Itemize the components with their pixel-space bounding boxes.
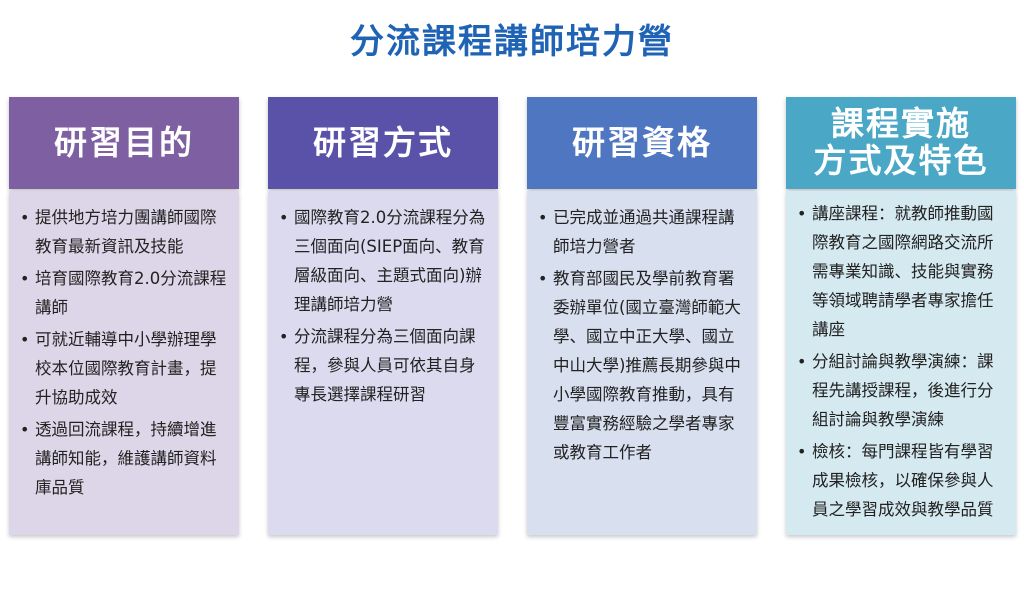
column-body: 講座課程：就教師推動國際教育之國際網路交流所需專業知識、技能與實務等領域聘請學者…: [786, 191, 1016, 535]
column-body: 提供地方培力團講師國際教育最新資訊及技能 培育國際教育2.0分流課程講師 可就近…: [9, 191, 239, 535]
list-item: 講座課程：就教師推動國際教育之國際網路交流所需專業知識、技能與實務等領域聘請學者…: [796, 199, 1008, 344]
list-item: 分流課程分為三個面向課程，參與人員可依其自身專長選擇課程研習: [278, 322, 490, 409]
item-list: 講座課程：就教師推動國際教育之國際網路交流所需專業知識、技能與實務等領域聘請學者…: [796, 199, 1008, 524]
column-purpose: 研習目的 提供地方培力團講師國際教育最新資訊及技能 培育國際教育2.0分流課程講…: [9, 97, 239, 535]
column-header-label: 研習方式: [313, 122, 453, 162]
column-header: 研習方式: [268, 97, 498, 189]
list-item: 提供地方培力團講師國際教育最新資訊及技能: [19, 203, 231, 261]
column-method: 研習方式 國際教育2.0分流課程分為三個面向(SIEP面向、教育層級面向、主題式…: [268, 97, 498, 535]
column-header: 課程實施 方式及特色: [786, 97, 1016, 189]
column-header-label: 方式及特色: [813, 141, 989, 180]
list-item: 已完成並通過共通課程講師培力營者: [537, 203, 749, 261]
column-qualification: 研習資格 已完成並通過共通課程講師培力營者 教育部國民及學前教育署委辦單位(國立…: [527, 97, 757, 535]
column-body: 已完成並通過共通課程講師培力營者 教育部國民及學前教育署委辦單位(國立臺灣師範大…: [527, 191, 757, 535]
column-header-label: 研習資格: [572, 122, 712, 162]
item-list: 提供地方培力團講師國際教育最新資訊及技能 培育國際教育2.0分流課程講師 可就近…: [19, 203, 231, 502]
page-title: 分流課程講師培力營: [350, 22, 674, 62]
column-body: 國際教育2.0分流課程分為三個面向(SIEP面向、教育層級面向、主題式面向)辦理…: [268, 191, 498, 535]
column-header-label: 研習目的: [54, 122, 194, 162]
column-header: 研習目的: [9, 97, 239, 189]
list-item: 分組討論與教學演練：課程先講授課程，後進行分組討論與教學演練: [796, 347, 1008, 434]
column-features: 課程實施 方式及特色 講座課程：就教師推動國際教育之國際網路交流所需專業知識、技…: [786, 97, 1016, 535]
item-list: 已完成並通過共通課程講師培力營者 教育部國民及學前教育署委辦單位(國立臺灣師範大…: [537, 203, 749, 467]
list-item: 教育部國民及學前教育署委辦單位(國立臺灣師範大學、國立中正大學、國立中山大學)推…: [537, 264, 749, 467]
list-item: 國際教育2.0分流課程分為三個面向(SIEP面向、教育層級面向、主題式面向)辦理…: [278, 203, 490, 319]
column-header-label: 課程實施: [831, 104, 971, 144]
list-item: 培育國際教育2.0分流課程講師: [19, 264, 231, 322]
list-item: 檢核：每門課程皆有學習成果檢核，以確保參與人員之學習成效與教學品質: [796, 437, 1008, 524]
column-header: 研習資格: [527, 97, 757, 189]
list-item: 透過回流課程，持續增進講師知能，維護講師資料庫品質: [19, 415, 231, 502]
list-item: 可就近輔導中小學辦理學校本位國際教育計畫，提升協助成效: [19, 325, 231, 412]
item-list: 國際教育2.0分流課程分為三個面向(SIEP面向、教育層級面向、主題式面向)辦理…: [278, 203, 490, 409]
